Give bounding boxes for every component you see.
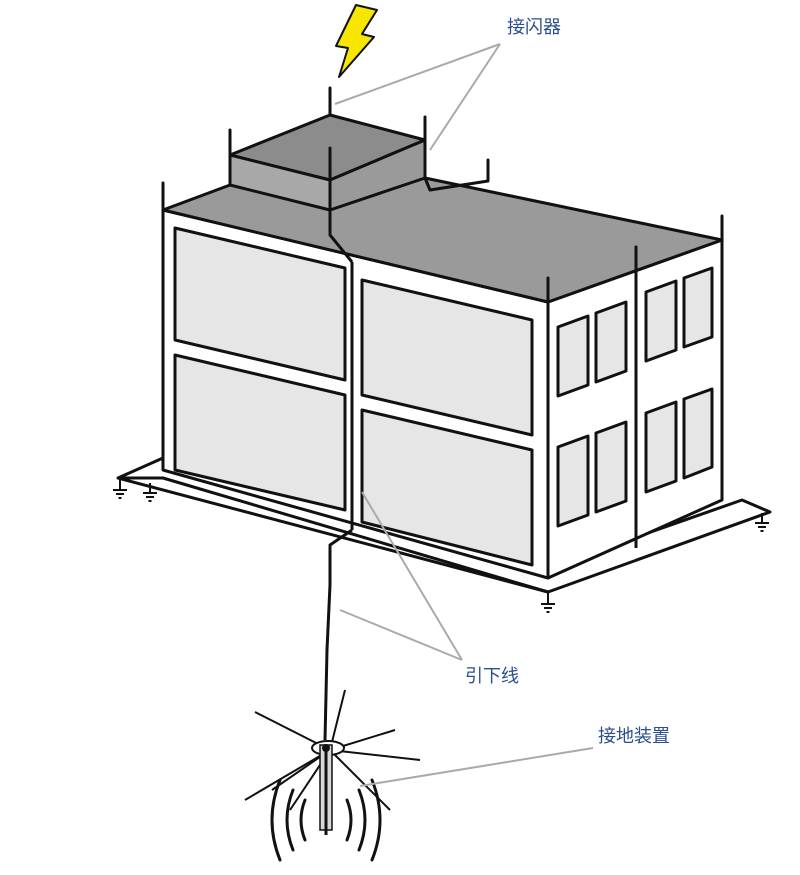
earth-ground-symbols xyxy=(113,480,769,613)
lightning-bolt-icon xyxy=(335,4,378,78)
front-windows xyxy=(173,226,534,567)
down-conductor xyxy=(323,528,353,741)
grounding-electrode xyxy=(244,689,421,862)
roof-penthouse xyxy=(228,113,427,212)
label-grounding-device: 接地装置 xyxy=(598,726,670,747)
main-roof xyxy=(161,176,724,304)
label-lightning-rod: 接闪器 xyxy=(507,17,561,38)
side-windows xyxy=(556,266,714,528)
roof-conductors xyxy=(328,177,489,263)
leader-lines xyxy=(334,43,594,787)
air-terminals xyxy=(161,86,724,304)
label-down-conductor: 引下线 xyxy=(465,666,519,687)
